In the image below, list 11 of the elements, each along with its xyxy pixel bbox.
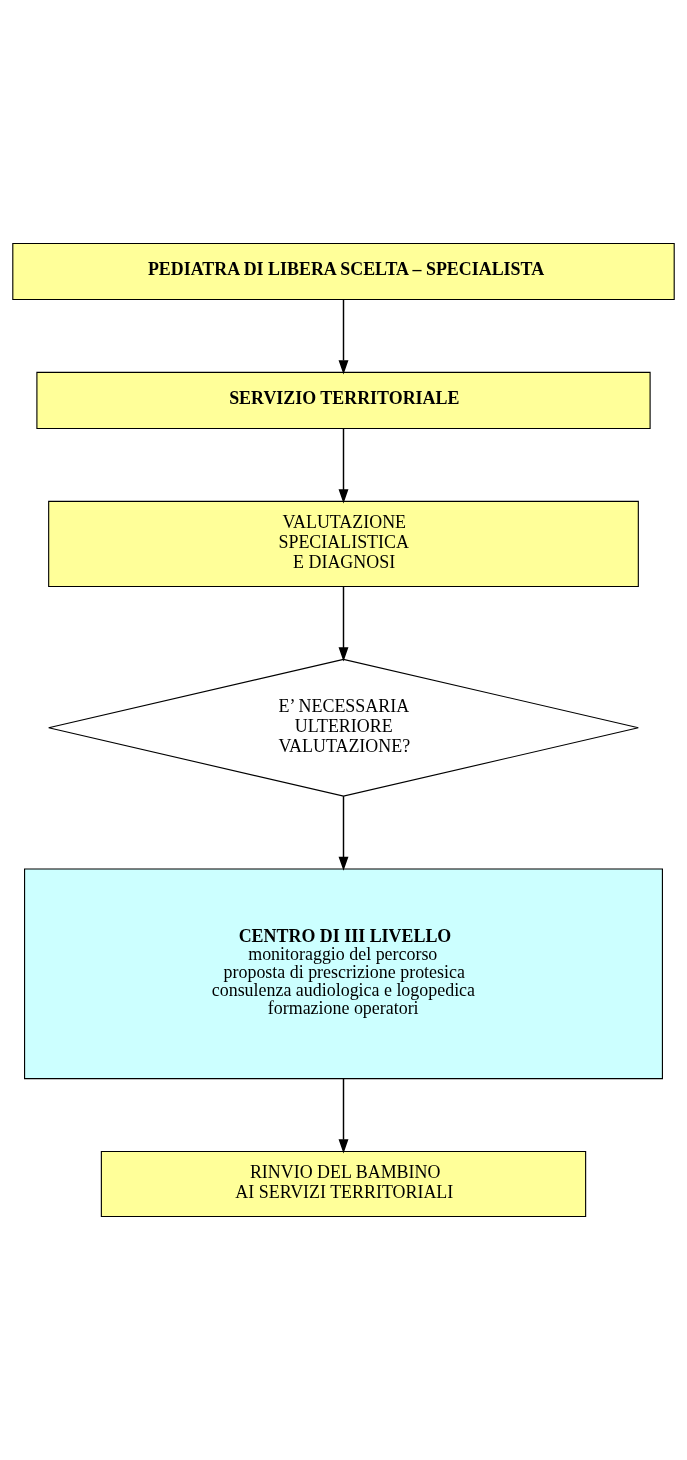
arrow <box>338 795 349 871</box>
node-box: RINVIO DEL BAMBINO AI SERVIZI TERRITORIALI <box>100 1150 587 1218</box>
node-diamond: E’ NECESSARIA ULTERIORE VALUTAZIONE? <box>48 658 639 797</box>
node-box: VALUTAZIONE SPECIALISTICA E DIAGNOSI <box>48 500 639 588</box>
arrow <box>338 1078 349 1154</box>
node-box: PEDIATRA DI LIBERA SCELTA – SPECIALISTA <box>12 242 675 301</box>
arrow <box>338 428 349 504</box>
node-box: CENTRO DI III LIVELLO monitoraggio del percorso proposta di prescrizione protesica consulenza audiologica e logopedica formazione operatori <box>24 868 663 1080</box>
arrow <box>338 585 349 662</box>
arrow <box>338 299 349 375</box>
node-box: SERVIZIO TERRITORIALE <box>36 371 651 429</box>
